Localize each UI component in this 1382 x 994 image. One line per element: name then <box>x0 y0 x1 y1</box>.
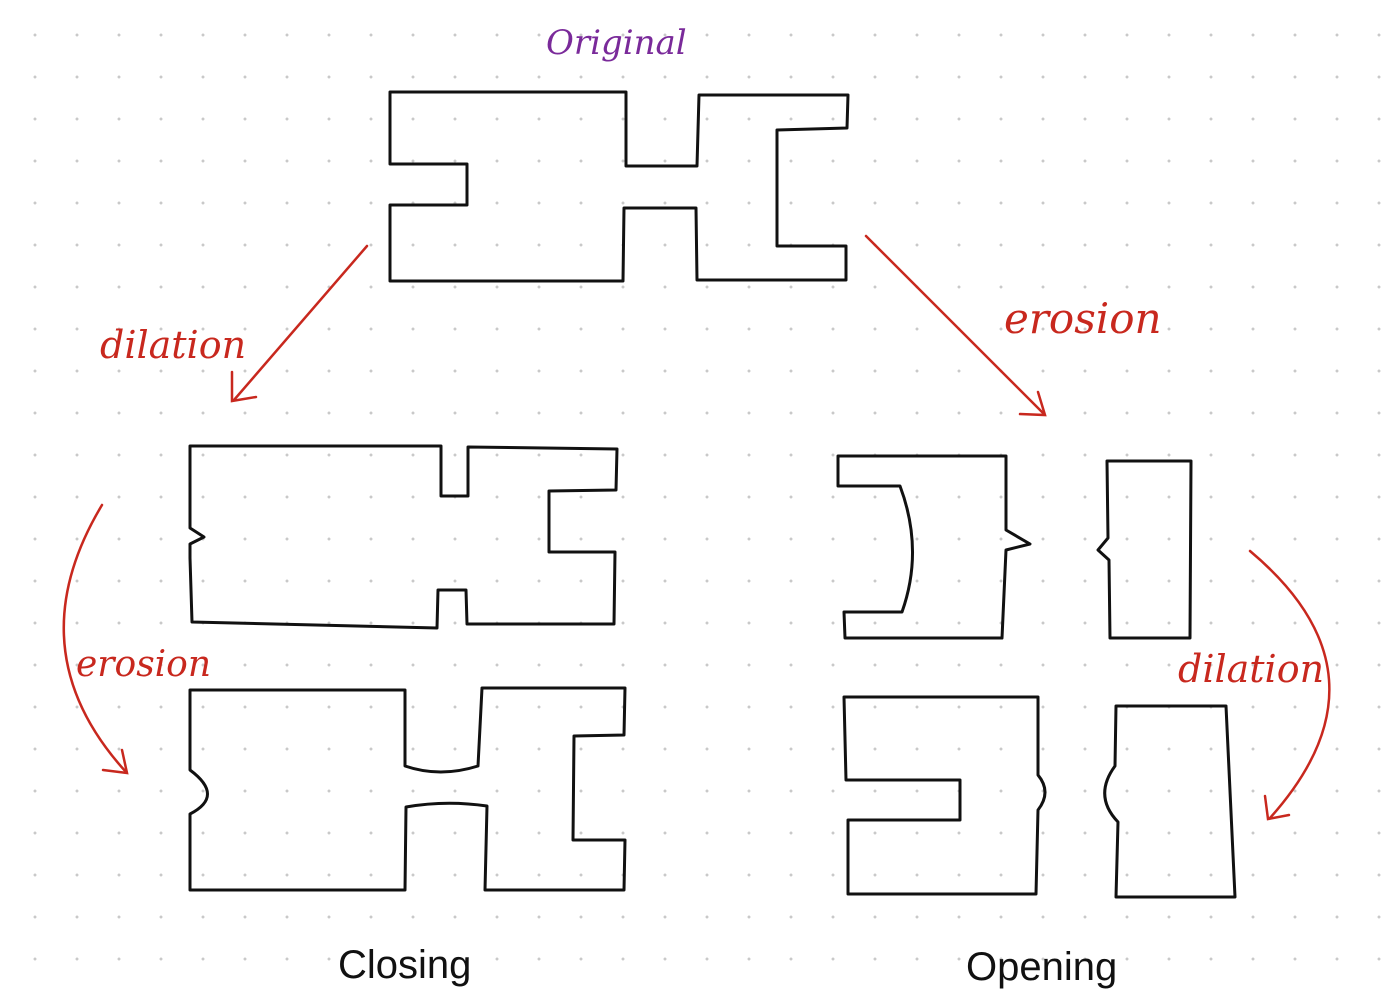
arrow-erosion-left <box>62 503 129 775</box>
original-label: Original <box>546 23 687 63</box>
eroded-shape-left <box>836 454 1032 640</box>
closing-label: Closing <box>338 943 471 987</box>
arrow-dilation-right <box>1248 549 1331 821</box>
opening-shape-right <box>1103 704 1237 899</box>
closing-shape <box>188 686 627 892</box>
original-shape <box>388 90 850 283</box>
arrow-erosion-right <box>864 234 1047 417</box>
opening-shape-left <box>842 695 1047 896</box>
arrow-dilation-left <box>230 244 369 403</box>
dilation-label-left: dilation <box>100 323 246 367</box>
dilated-shape <box>188 444 619 630</box>
opening-label: Opening <box>966 945 1117 989</box>
dilation-label-right: dilation <box>1178 647 1324 691</box>
erosion-label-left: erosion <box>76 644 211 685</box>
erosion-label-right: erosion <box>1004 294 1162 343</box>
eroded-shape-right <box>1096 459 1193 640</box>
